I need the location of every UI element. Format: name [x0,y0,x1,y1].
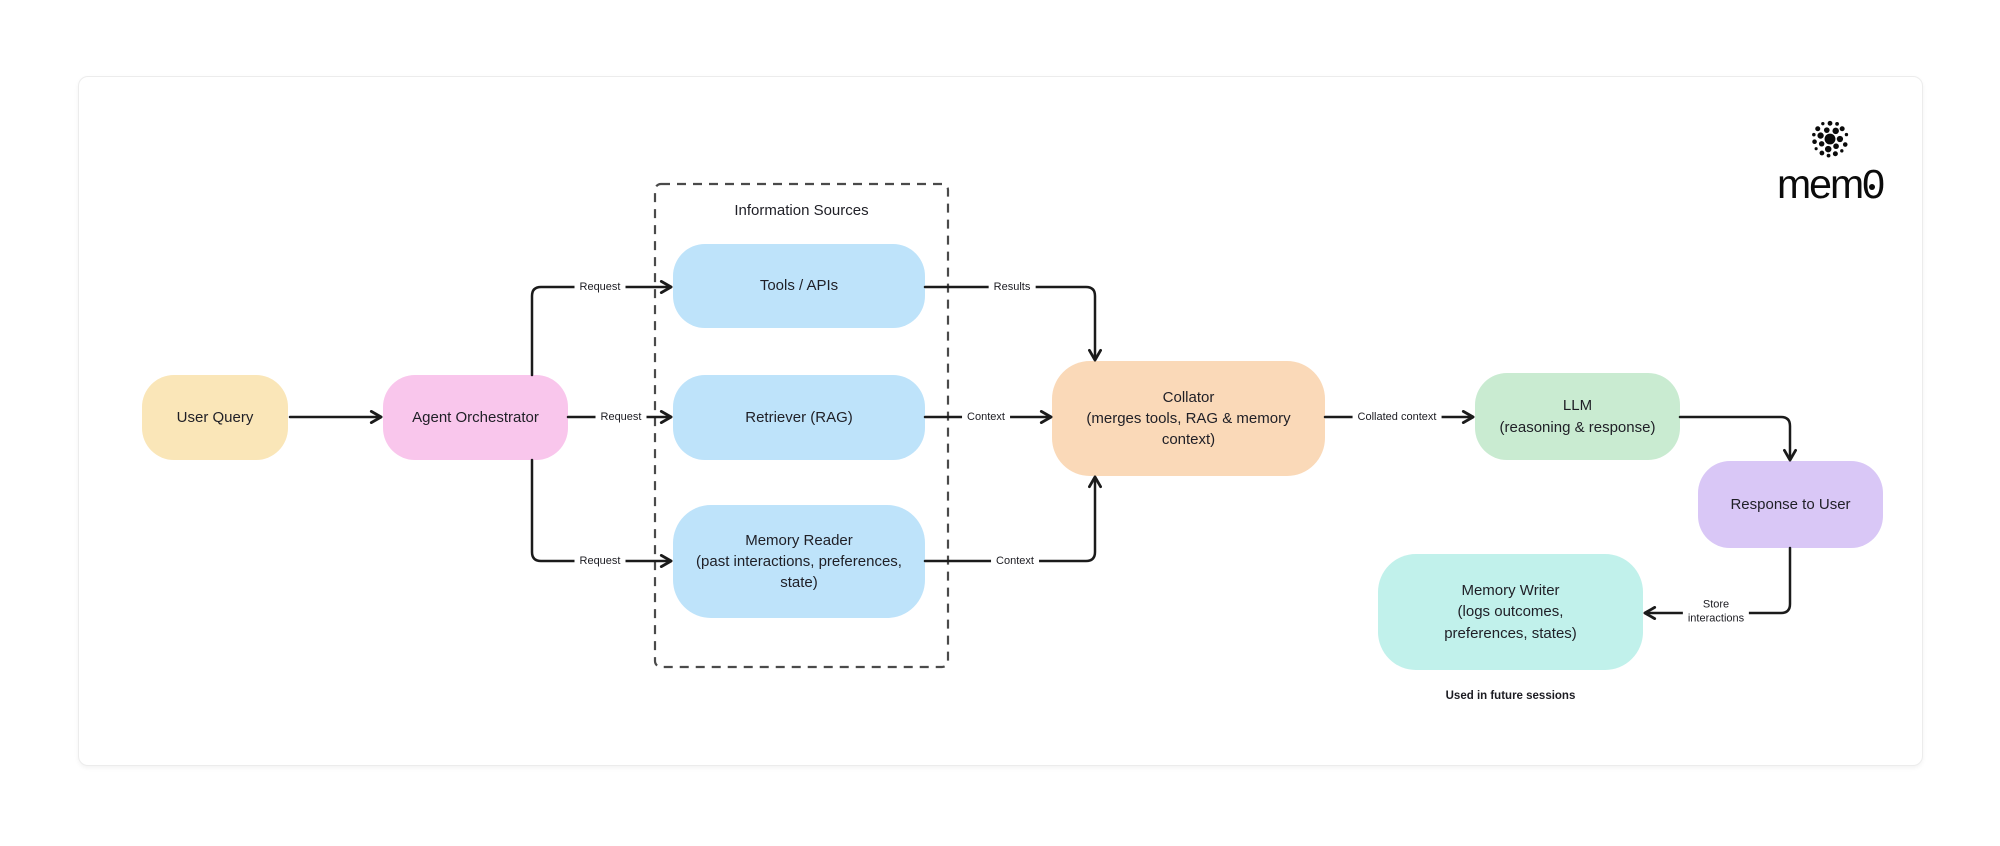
node-retriever-rag: Retriever (RAG) [673,375,925,460]
edge-label-store-interactions: Store interactions [1682,595,1750,629]
node-user-query: User Query [142,375,288,460]
node-tools-apis: Tools / APIs [673,244,925,328]
mem0-wordmark: mem0 [1758,164,1902,205]
edge-label-collated-context: Collated context [1352,407,1442,427]
mem0-logo: mem0 [1758,116,1902,205]
information-sources-group-title: Information Sources [734,202,869,219]
edge-label-context-retriever: Context [962,407,1010,427]
zero-center-dot [1868,183,1875,190]
node-llm: LLM (reasoning & response) [1475,373,1680,460]
edge-label-request-tools: Request [574,277,626,297]
edge-label-request-memory-reader: Request [574,551,626,571]
mem0-logo-icon [1812,120,1849,158]
edge-label-request-retriever: Request [595,407,647,427]
node-memory-writer: Memory Writer (logs outcomes, preference… [1378,554,1643,670]
node-response-to-user: Response to User [1698,461,1883,548]
edge-label-results: Results [988,277,1036,297]
future-sessions-note: Used in future sessions [1445,690,1576,702]
node-collator: Collator (merges tools, RAG & memory con… [1052,361,1325,476]
node-agent-orchestrator: Agent Orchestrator [383,375,568,460]
edge-label-context-memory-reader: Context [991,551,1039,571]
node-memory-reader: Memory Reader (past interactions, prefer… [673,505,925,618]
